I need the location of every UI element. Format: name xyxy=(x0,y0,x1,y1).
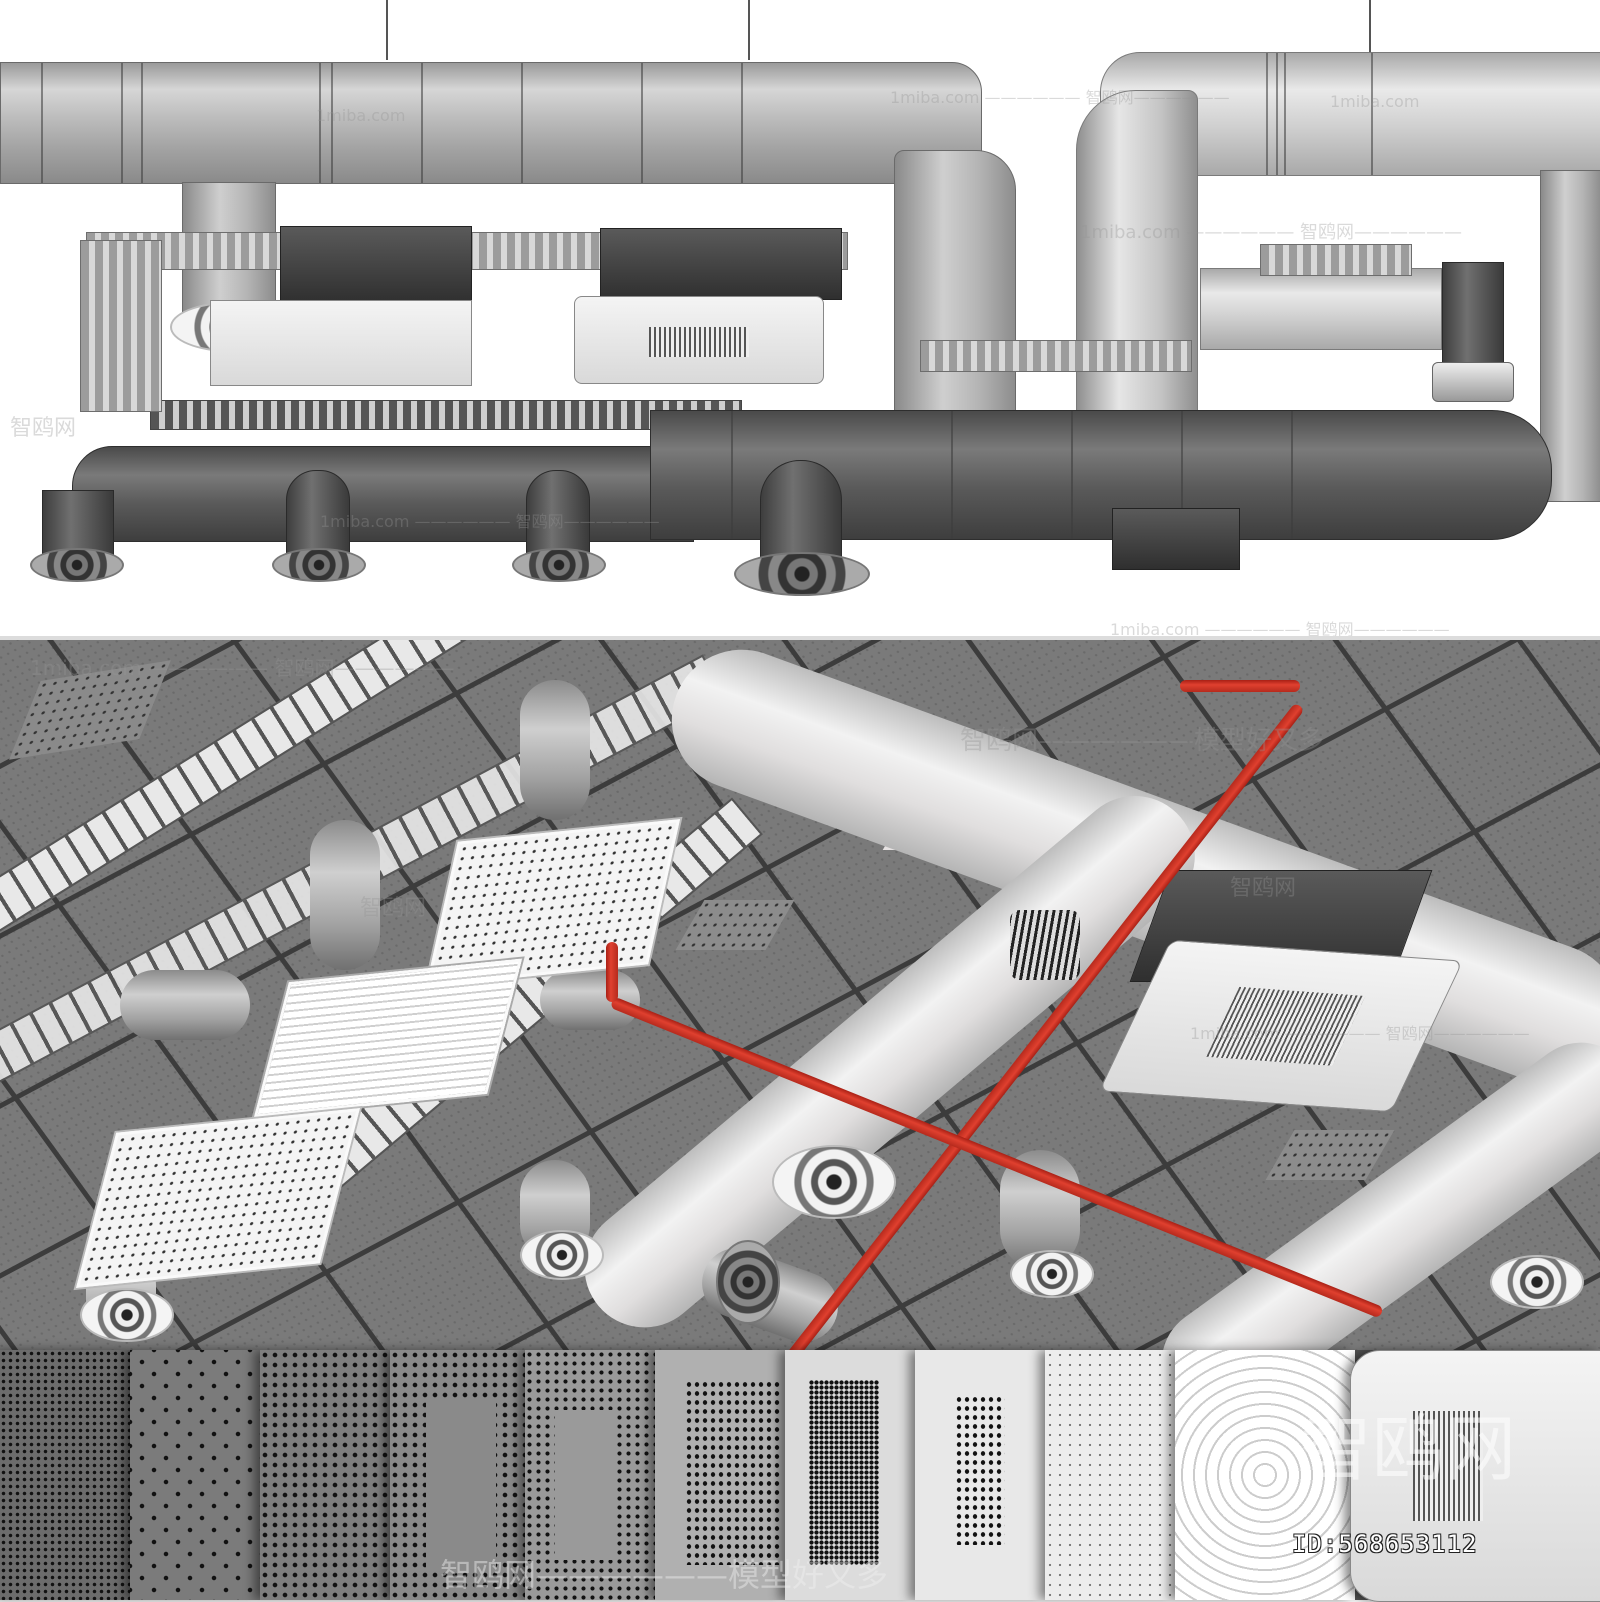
watermark-brand: 智鸥网 xyxy=(1230,876,1297,901)
cable-tray-lower xyxy=(150,400,742,430)
round-diffuser xyxy=(80,1288,174,1342)
hole-grid xyxy=(685,1380,780,1565)
watermark-slogan: 智鸥网——————模型好又多 xyxy=(440,1556,889,1594)
spiral-duct-upper-left xyxy=(0,62,982,184)
round-diffuser xyxy=(512,548,606,582)
flex-duct xyxy=(310,820,380,970)
round-diffuser xyxy=(772,1145,896,1219)
panel-sample-11-cassette xyxy=(1350,1350,1600,1602)
dark-drop xyxy=(760,460,842,562)
panel-sample-9 xyxy=(1045,1350,1175,1600)
perforated-square-diffuser xyxy=(425,819,681,987)
panel-sample-3 xyxy=(260,1350,390,1600)
round-diffuser xyxy=(520,1230,604,1280)
panel-sample-8 xyxy=(915,1350,1045,1600)
meander-blank xyxy=(555,1410,615,1560)
panel-sample-4 xyxy=(390,1350,525,1600)
round-diffuser xyxy=(734,552,870,596)
elevation-view: 1miba.com 1miba.com —————— 智鸥网—————— 1mi… xyxy=(0,0,1600,640)
reducer-branch xyxy=(1200,268,1442,350)
section-divider xyxy=(0,636,1600,640)
hole-grid xyxy=(809,1380,879,1565)
linear-slot-grill xyxy=(1010,910,1080,980)
rectangular-outlet xyxy=(1112,508,1240,570)
ceiling-perspective-view: 1miba.com —————— 智鸥网—————— 智鸥网——————模型好又… xyxy=(0,640,1600,1350)
flex-duct xyxy=(520,680,590,820)
cap-diffuser xyxy=(1432,362,1514,402)
cassette-grill xyxy=(649,327,749,357)
panel-sample-5 xyxy=(525,1350,655,1600)
panel-sample-10-square-diffuser xyxy=(1175,1350,1355,1600)
panel-sample-1 xyxy=(0,1350,130,1600)
hole-grid xyxy=(955,1395,1005,1545)
round-diffuser xyxy=(1010,1250,1094,1298)
round-diffuser xyxy=(1490,1255,1584,1309)
perforated-square-diffuser xyxy=(76,1108,360,1288)
silver-duct-elbow xyxy=(1076,90,1198,452)
duct-riser-right xyxy=(1540,170,1600,502)
model-id-label: ID:568653112 xyxy=(1292,1530,1478,1558)
dark-drop xyxy=(526,470,590,562)
tee-fitting xyxy=(1442,262,1504,374)
round-diffuser xyxy=(272,548,366,582)
fan-coil-housing xyxy=(280,226,472,304)
watermark-brand: 智鸥网 xyxy=(10,416,77,441)
cassette-housing xyxy=(600,228,842,300)
cassette-grill xyxy=(1413,1411,1483,1521)
watermark-site-brand: 1miba.com —————— 智鸥网—————— xyxy=(1080,222,1463,243)
dark-duct-lower xyxy=(72,446,694,542)
hanger-rod xyxy=(386,0,388,60)
watermark-site-brand: 1miba.com —————— 智鸥网—————— xyxy=(1110,620,1450,639)
watermark-site-brand: 1miba.com —————— 智鸥网—————— xyxy=(320,512,660,531)
panel-sample-7 xyxy=(785,1350,915,1600)
fan-coil-unit xyxy=(210,300,472,386)
meander-blank xyxy=(426,1400,496,1570)
panel-sample-6 xyxy=(655,1350,785,1600)
side-round-diffuser xyxy=(716,1240,780,1324)
watermark-site-brand: 1miba.com —————— 智鸥网—————— xyxy=(890,88,1230,107)
watermark-slogan: 智鸥网——————模型好又多 xyxy=(960,726,1325,756)
watermark-brand-large: 智鸥网 xyxy=(1300,1407,1517,1491)
tray-riser xyxy=(80,240,162,412)
panel-samples-strip: 智鸥网——————模型好又多 智鸥网 xyxy=(0,1350,1600,1602)
flex-duct xyxy=(120,970,250,1040)
sprinkler-pipe xyxy=(1180,680,1300,692)
watermark-site-brand: 1miba.com —————— 智鸥网—————— xyxy=(1190,1024,1530,1043)
watermark-site: 1miba.com xyxy=(316,106,406,125)
panel-sample-2 xyxy=(130,1350,260,1600)
sprinkler-riser xyxy=(606,942,618,1002)
hanger-rod xyxy=(1369,0,1371,52)
cassette-ac-unit xyxy=(574,296,824,384)
cable-tray xyxy=(920,340,1192,372)
cable-tray xyxy=(1260,244,1412,276)
watermark-site-brand: 1miba.com —————— 智鸥网—————— xyxy=(30,656,455,680)
watermark-site: 1miba.com xyxy=(1330,92,1420,111)
louvered-square-diffuser xyxy=(253,958,523,1118)
round-diffuser xyxy=(30,548,124,582)
hanger-rod xyxy=(748,0,750,60)
watermark-brand: 智鸥网 xyxy=(360,896,427,921)
